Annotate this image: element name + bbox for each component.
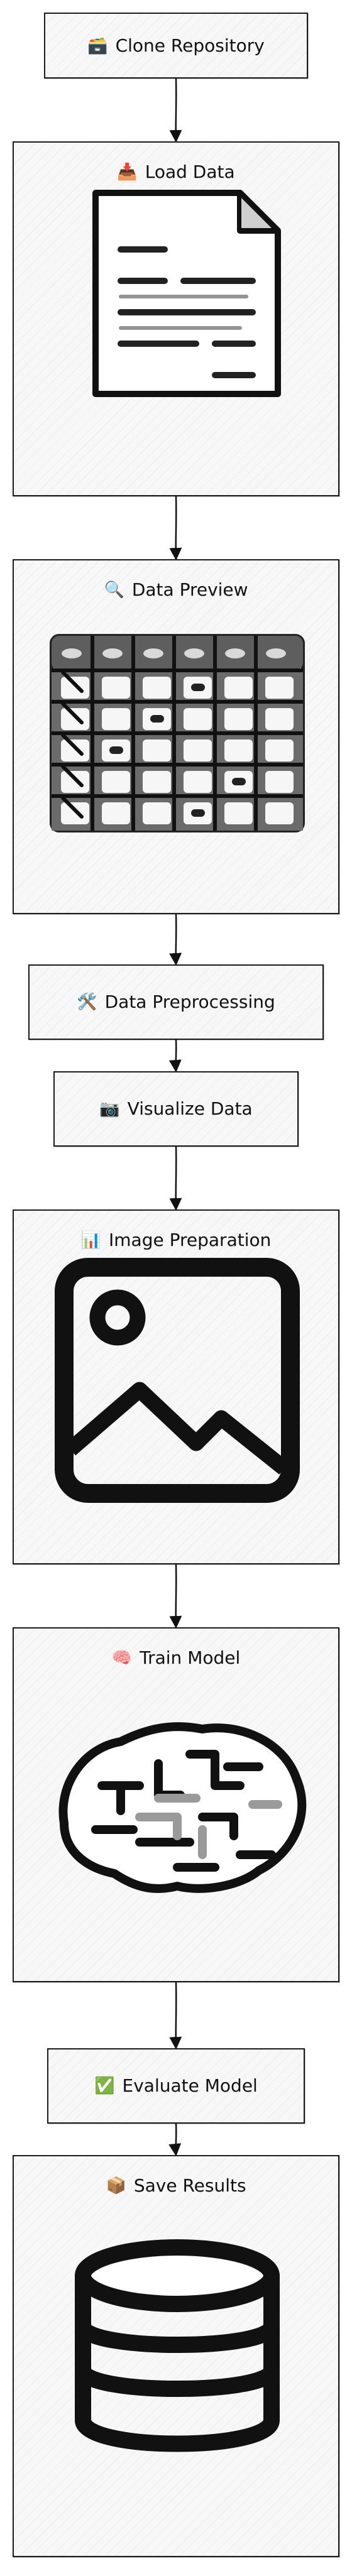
connector-preview-preprocess bbox=[169, 913, 182, 966]
connector-visualize-image bbox=[169, 1145, 182, 1211]
node-save-results[interactable]: 📦 Save Results bbox=[13, 2155, 339, 2557]
table-icon bbox=[50, 634, 305, 832]
node-visualize-data[interactable]: 📷 Visualize Data bbox=[53, 1071, 299, 1147]
connector-evaluate-save bbox=[168, 2122, 182, 2156]
connector-load-preview bbox=[169, 495, 182, 560]
node-label: Save Results bbox=[133, 2175, 246, 2196]
bar-chart-icon: 📊 bbox=[80, 1231, 102, 1250]
database-icon bbox=[75, 2239, 280, 2452]
inbox-icon: 📥 bbox=[117, 163, 138, 182]
node-label: Data Preprocessing bbox=[104, 991, 275, 1012]
node-clone-repository[interactable]: 🗃️ Clone Repository bbox=[44, 13, 308, 79]
node-image-preparation[interactable]: 📊 Image Preparation bbox=[13, 1209, 339, 1564]
connector-image-train bbox=[169, 1563, 182, 1629]
node-label: Visualize Data bbox=[127, 1098, 253, 1119]
connector-clone-load bbox=[169, 77, 182, 143]
connector-preprocess-visualize bbox=[168, 1039, 182, 1072]
node-load-data[interactable]: 📥 Load Data bbox=[13, 141, 339, 496]
node-data-preprocessing[interactable]: 🛠️ Data Preprocessing bbox=[28, 964, 324, 1040]
brain-icon: 🧠 bbox=[111, 1649, 133, 1667]
node-label: Data Preview bbox=[131, 579, 248, 600]
search-icon: 🔍 bbox=[104, 581, 124, 599]
package-icon: 📦 bbox=[106, 2176, 126, 2195]
node-data-preview[interactable]: 🔍 Data Preview bbox=[13, 559, 339, 914]
camera-icon: 📷 bbox=[99, 1100, 120, 1118]
node-label: Train Model bbox=[140, 1647, 241, 1668]
check-icon: ✅ bbox=[94, 2077, 115, 2095]
node-label: Image Preparation bbox=[109, 1230, 272, 1250]
tools-icon: 🛠️ bbox=[77, 993, 97, 1012]
brain-illustration bbox=[58, 1722, 307, 1893]
document-icon bbox=[92, 190, 281, 397]
node-label: Evaluate Model bbox=[122, 2075, 258, 2096]
box-icon: 🗃️ bbox=[87, 36, 108, 55]
node-label: Clone Repository bbox=[115, 35, 265, 56]
node-label: Load Data bbox=[145, 161, 235, 182]
image-icon bbox=[55, 1258, 300, 1503]
node-evaluate-model[interactable]: ✅ Evaluate Model bbox=[47, 2048, 305, 2124]
node-train-model[interactable]: 🧠 Train Model bbox=[13, 1627, 339, 1982]
connector-train-evaluate bbox=[169, 1981, 182, 2049]
